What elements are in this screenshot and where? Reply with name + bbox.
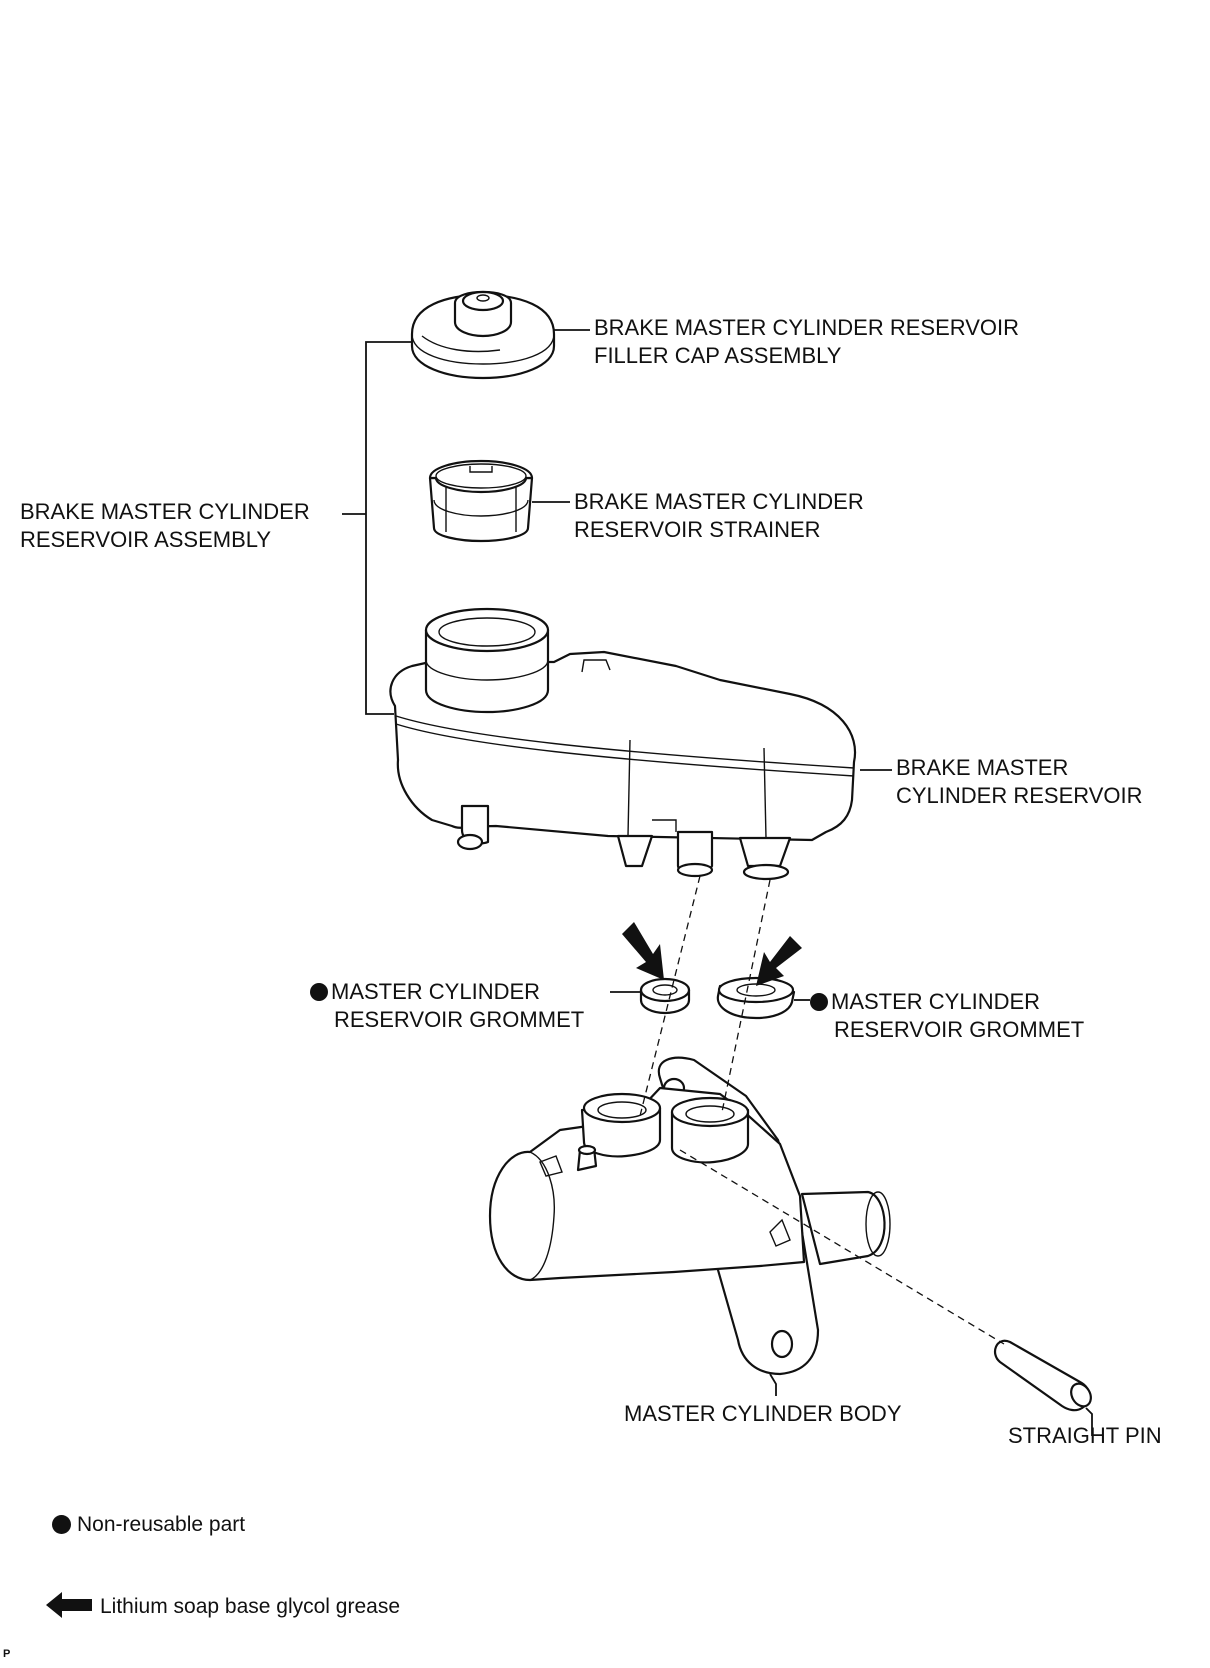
label-strainer: BRAKE MASTER CYLINDER RESERVOIR STRAINER xyxy=(574,488,864,544)
corner-mark: P xyxy=(3,1648,11,1660)
label-reservoir: BRAKE MASTER CYLINDER RESERVOIR xyxy=(896,754,1143,810)
master-cylinder-body-drawing xyxy=(488,1056,891,1376)
label-straight-pin-text: STRAIGHT PIN xyxy=(1008,1423,1162,1448)
label-filler-cap-line2: FILLER CAP ASSEMBLY xyxy=(594,343,842,368)
grease-arrow-left-icon xyxy=(622,922,664,980)
grease-arrow-right-icon xyxy=(756,936,802,986)
legend-non-reusable-text: Non-reusable part xyxy=(77,1513,246,1536)
label-grommet-left-line2: RESERVOIR GROMMET xyxy=(334,1007,585,1032)
label-reservoir-assembly-line2: RESERVOIR ASSEMBLY xyxy=(20,527,272,552)
legend-grease: Lithium soap base glycol grease xyxy=(46,1592,400,1620)
grommet-right-drawing xyxy=(716,976,796,1020)
label-grommet-left-line1-text: MASTER CYLINDER xyxy=(331,979,541,1004)
legend-non-reusable: Non-reusable part xyxy=(52,1512,245,1538)
label-reservoir-line2: CYLINDER RESERVOIR xyxy=(896,783,1143,808)
alignment-lines xyxy=(639,875,1005,1345)
label-strainer-line1: BRAKE MASTER CYLINDER xyxy=(574,489,864,514)
label-cylinder-body: MASTER CYLINDER BODY xyxy=(624,1400,902,1428)
filled-circle-icon xyxy=(52,1515,71,1534)
straight-pin-drawing xyxy=(993,1339,1092,1412)
strainer-drawing xyxy=(428,459,534,543)
label-reservoir-assembly: BRAKE MASTER CYLINDER RESERVOIR ASSEMBLY xyxy=(20,498,310,554)
filler-cap-drawing xyxy=(410,290,556,380)
label-strainer-line2: RESERVOIR STRAINER xyxy=(574,517,821,542)
legend-grease-text: Lithium soap base glycol grease xyxy=(100,1595,401,1618)
label-reservoir-line1: BRAKE MASTER xyxy=(896,755,1069,780)
label-straight-pin: STRAIGHT PIN xyxy=(1008,1422,1162,1450)
grommet-left-drawing xyxy=(639,977,691,1015)
label-grommet-right-line1: MASTER CYLINDER xyxy=(810,988,1084,1016)
label-grommet-right-line2: RESERVOIR GROMMET xyxy=(834,1017,1085,1042)
leader-lines xyxy=(342,329,1093,1436)
label-reservoir-assembly-line1: BRAKE MASTER CYLINDER xyxy=(20,499,310,524)
label-filler-cap: BRAKE MASTER CYLINDER RESERVOIR FILLER C… xyxy=(594,314,1019,370)
left-arrow-icon xyxy=(46,1592,92,1618)
label-grommet-left-line1: MASTER CYLINDER xyxy=(310,978,584,1006)
non-reusable-dot-icon xyxy=(310,983,328,1001)
label-grommet-right: MASTER CYLINDER RESERVOIR GROMMET xyxy=(810,988,1084,1044)
reservoir-drawing xyxy=(389,607,857,881)
label-filler-cap-line1: BRAKE MASTER CYLINDER RESERVOIR xyxy=(594,315,1020,340)
non-reusable-dot-icon xyxy=(810,993,828,1011)
label-grommet-right-line1-text: MASTER CYLINDER xyxy=(831,989,1041,1014)
label-grommet-left: MASTER CYLINDER RESERVOIR GROMMET xyxy=(310,978,584,1034)
label-cylinder-body-text: MASTER CYLINDER BODY xyxy=(624,1401,902,1426)
